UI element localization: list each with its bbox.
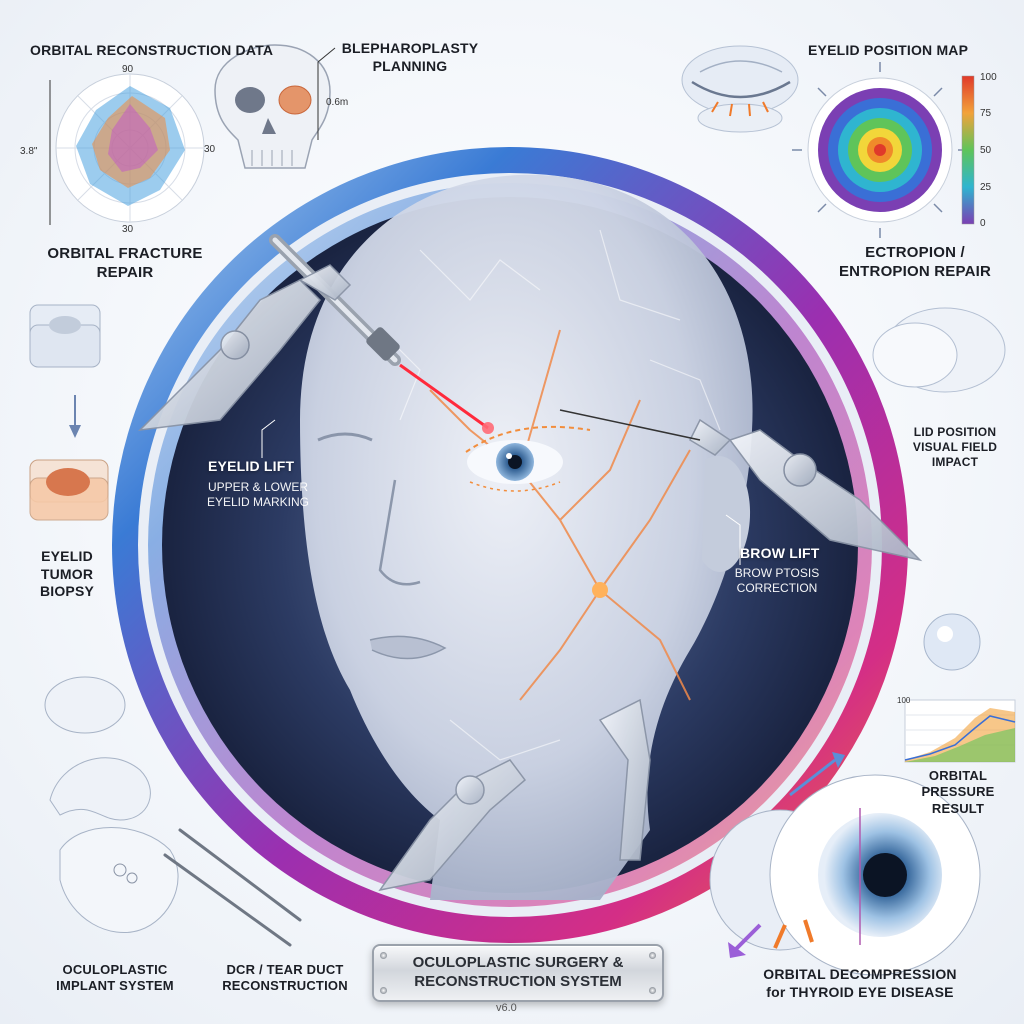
label-orbital-decompression: ORBITAL DECOMPRESSION for THYROID EYE DI… xyxy=(763,966,957,1000)
scale-tick-75: 75 xyxy=(980,108,992,119)
version-label: v6.0 xyxy=(496,1002,517,1014)
scale-tick-50: 50 xyxy=(980,145,992,156)
scale-tick-0: 0 xyxy=(980,218,986,229)
lens-stack-icon xyxy=(29,304,101,368)
orbital-reconstruction-radar xyxy=(49,73,205,225)
tumor-tissue-icon xyxy=(29,459,109,521)
radar-tick-right: 30 xyxy=(204,144,216,155)
pressure-chart-y-max: 100 xyxy=(897,696,911,705)
plate-screw xyxy=(380,952,387,959)
title-plate: OCULOPLASTIC SURGERY & RECONSTRUCTION SY… xyxy=(372,944,664,1002)
probe-instruments xyxy=(163,828,302,947)
contact-lens-icon xyxy=(872,307,1006,393)
system-title: OCULOPLASTIC SURGERY & RECONSTRUCTION SY… xyxy=(412,954,624,990)
radar-tick-bottom: 30 xyxy=(122,224,134,235)
label-eyelid-lift-sub: UPPER & LOWER EYELID MARKING xyxy=(206,480,310,509)
droplet-icon xyxy=(923,613,981,671)
label-eyelid-tumor-biopsy: EYELID TUMOR BIOPSY xyxy=(39,548,95,599)
label-oculoplastic-implant: OCULOPLASTIC IMPLANT SYSTEM xyxy=(56,962,174,994)
plate-screw xyxy=(649,952,656,959)
label-lid-position: LID POSITION VISUAL FIELD IMPACT xyxy=(912,425,998,469)
label-orbital-reconstruction-data: ORBITAL RECONSTRUCTION DATA xyxy=(30,42,274,58)
label-orbital-fracture-repair: ORBITAL FRACTURE REPAIR xyxy=(47,245,203,281)
plate-screw xyxy=(380,987,387,994)
label-brow-lift: BROW LIFT xyxy=(740,545,820,561)
radar-tick-top: 90 xyxy=(122,64,134,75)
label-orbital-pressure: ORBITAL PRESSURE RESULT xyxy=(921,768,995,816)
radar-side-measure: 3.8" xyxy=(20,146,38,157)
label-eyelid-position-map: EYELID POSITION MAP xyxy=(808,42,969,58)
skull-icon xyxy=(214,44,336,169)
implant-icons xyxy=(44,676,179,934)
label-ectropion-repair: ECTROPION / ENTROPION REPAIR xyxy=(838,244,992,280)
skull-measure: 0.6m xyxy=(326,97,349,108)
orbital-decompression-eye xyxy=(709,752,981,976)
scale-tick-25: 25 xyxy=(980,182,992,193)
label-brow-lift-sub: BROW PTOSIS CORRECTION xyxy=(734,566,820,595)
label-dcr-reconstruction: DCR / TEAR DUCT RECONSTRUCTION xyxy=(222,962,348,994)
orbital-pressure-chart xyxy=(904,699,1016,763)
eyelid-heatmap xyxy=(792,62,975,238)
scale-tick-100: 100 xyxy=(980,72,997,83)
label-blepharoplasty: BLEPHAROPLASTY PLANNING xyxy=(341,40,479,74)
closed-eye-icon xyxy=(681,45,799,133)
label-eyelid-lift: EYELID LIFT xyxy=(208,458,295,474)
plate-screw xyxy=(649,987,656,994)
